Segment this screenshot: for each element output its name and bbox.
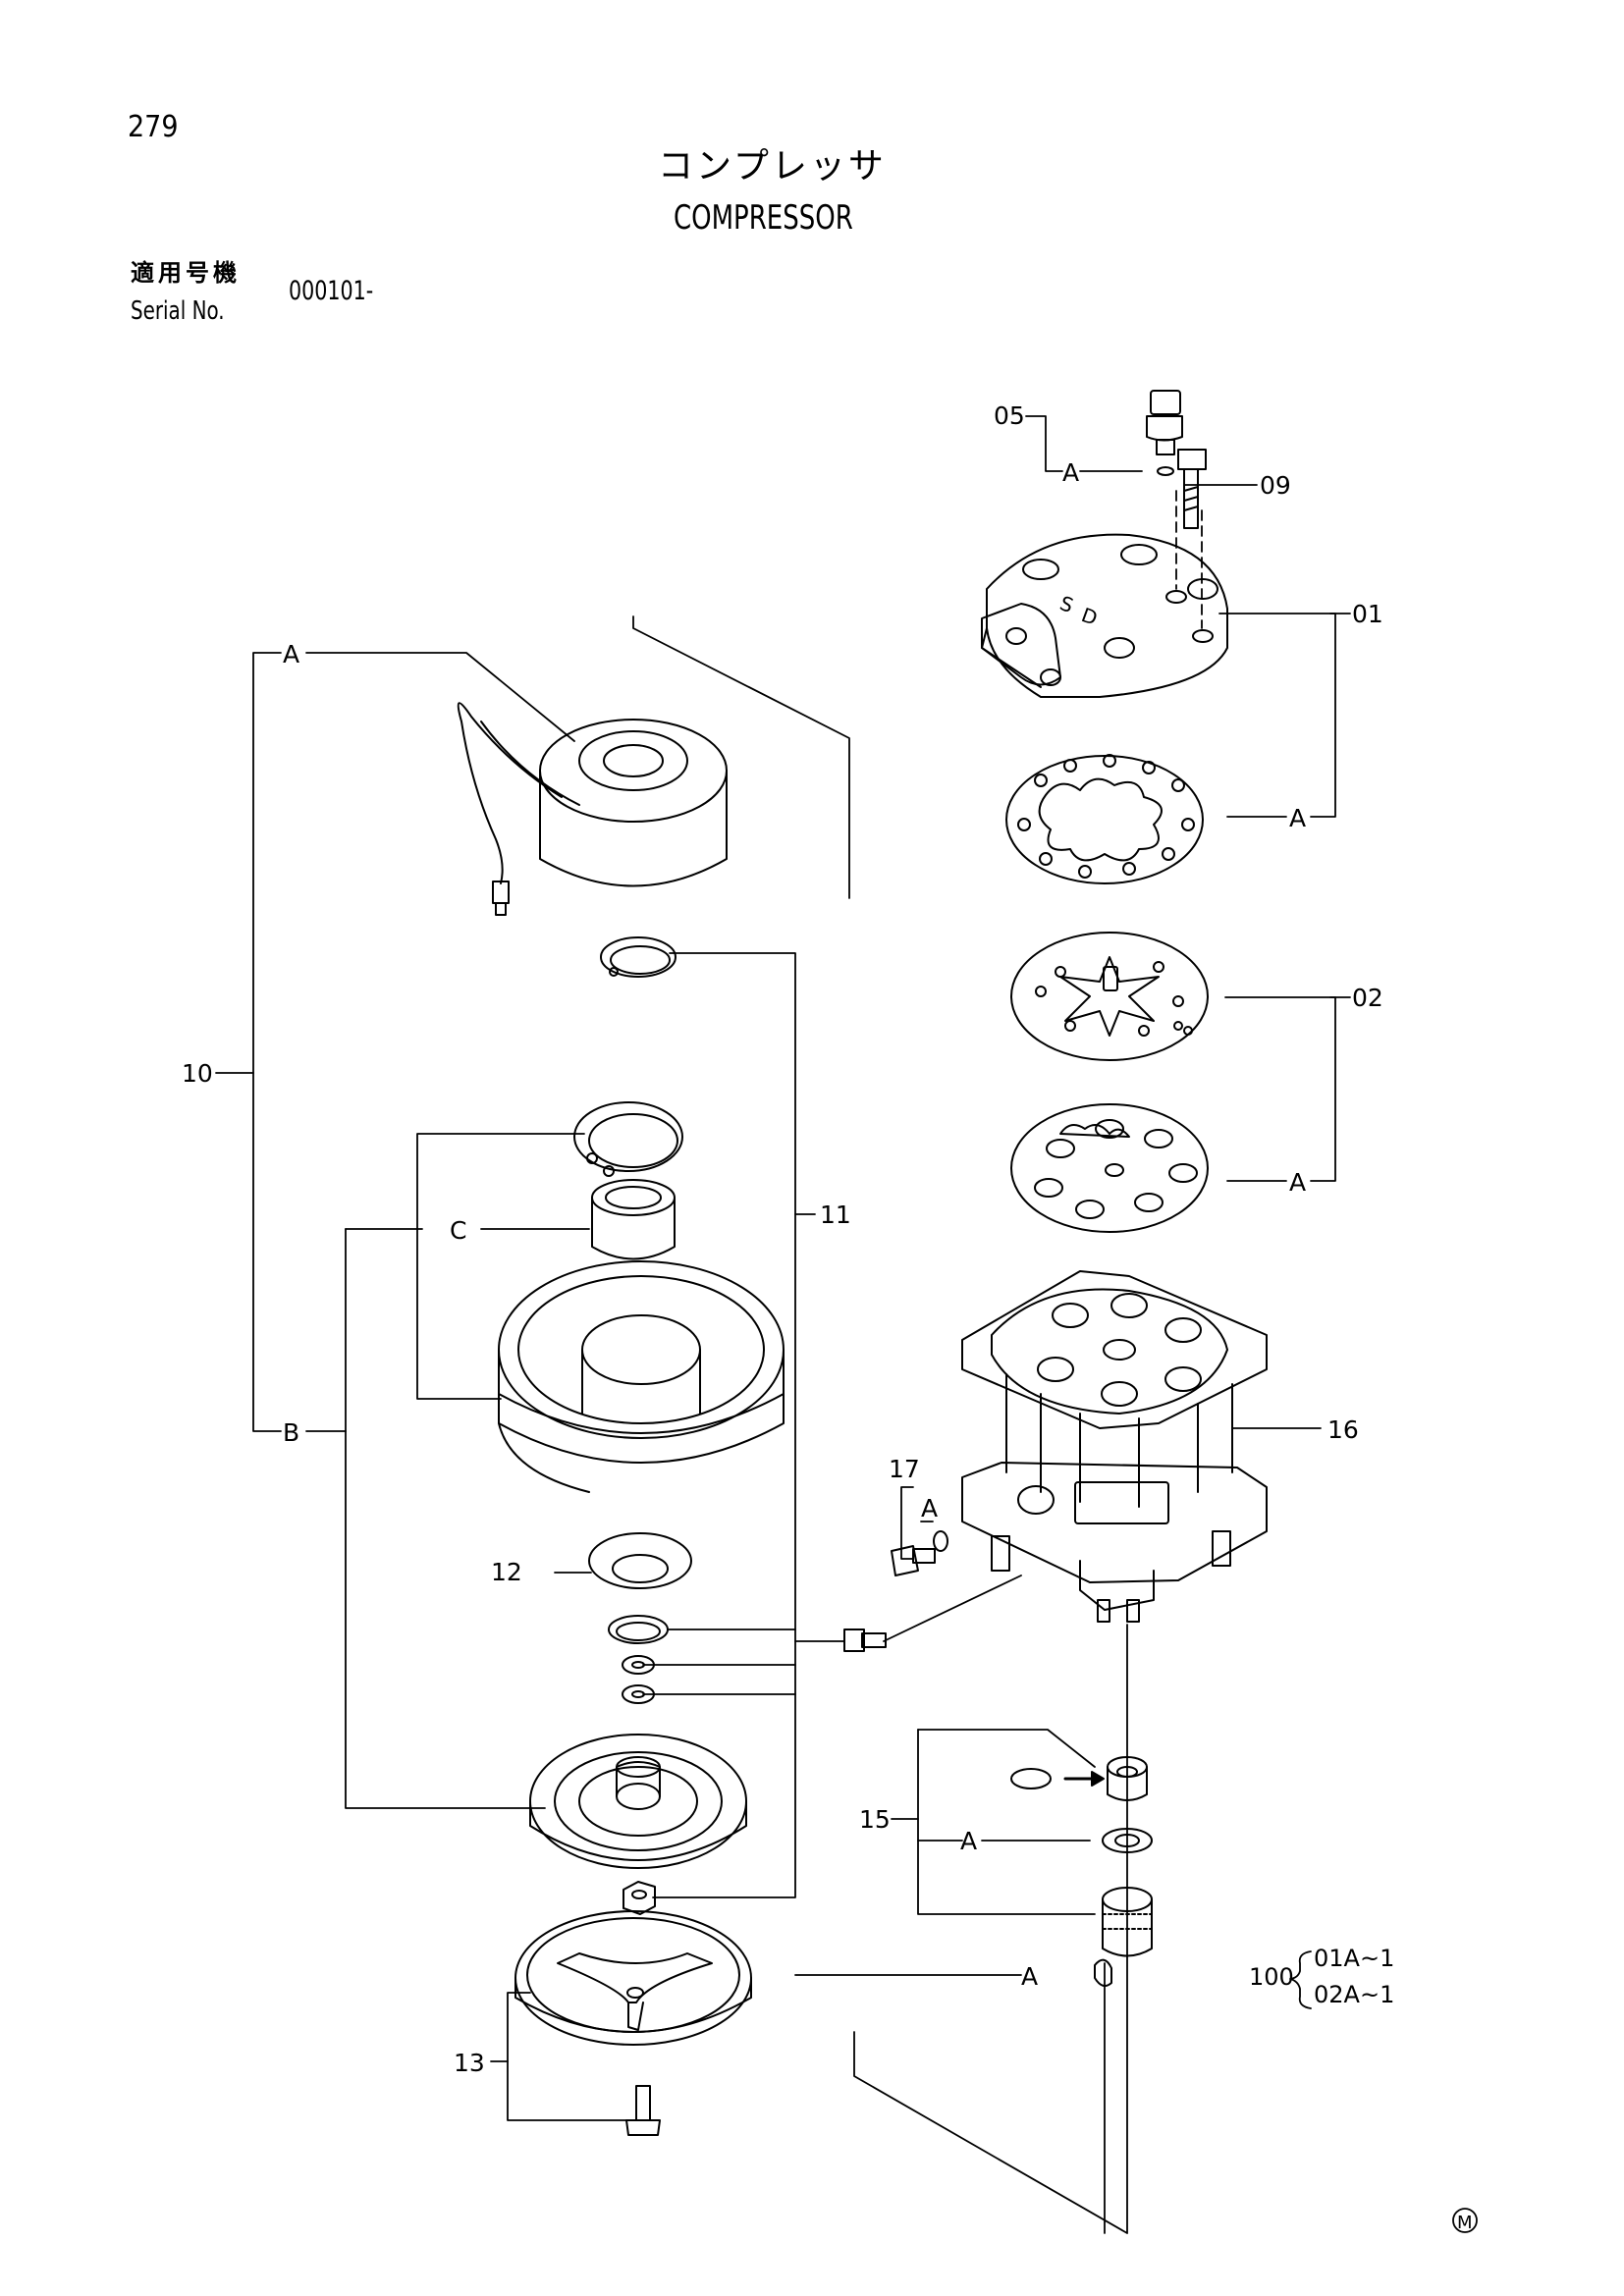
callout-labels: 05 A 09 01 A 02 A 16 17 A A 10 B C 11 12… — [182, 401, 1383, 2077]
part-bearing — [591, 1179, 676, 1260]
callout-a-coil: A — [283, 640, 299, 668]
part-05-valve — [1146, 390, 1183, 476]
part-snap-ring-2 — [573, 1101, 683, 1177]
part-16-compressor-body — [961, 1270, 1268, 1623]
svg-text:S: S — [1056, 591, 1076, 617]
part-key — [1094, 1958, 1112, 1988]
kit-brace — [1289, 1950, 1312, 2009]
part-gasket-2 — [1010, 1103, 1209, 1233]
title-english: COMPRESSOR — [674, 198, 853, 238]
callout-b: B — [283, 1418, 299, 1447]
part-13-bolt — [625, 2085, 661, 2136]
part-15-seal — [1107, 1756, 1148, 1801]
callout-12: 12 — [491, 1558, 522, 1586]
part-12-cover — [588, 1532, 692, 1589]
part-13-front-cover — [514, 1910, 752, 2046]
callout-02: 02 — [1352, 984, 1383, 1012]
callout-01: 01 — [1352, 600, 1383, 628]
serial-label-english: Serial No. — [131, 296, 225, 326]
callout-a-05: A — [1062, 458, 1079, 487]
callout-17: 17 — [889, 1455, 920, 1483]
callout-15: 15 — [859, 1805, 891, 1834]
title-japanese: コンプレッサ — [658, 146, 887, 187]
part-17-bolt — [891, 1530, 948, 1576]
part-15-filter — [1102, 1887, 1153, 1957]
callout-10: 10 — [182, 1059, 213, 1088]
page-number: 279 — [128, 110, 179, 144]
part-nut — [623, 1881, 656, 1915]
circled-m-mark: M — [1452, 2208, 1478, 2233]
callout-a-17: A — [921, 1494, 938, 1522]
callout-a-01: A — [1289, 804, 1306, 832]
part-15-oring — [1010, 1768, 1052, 1789]
svg-text:D: D — [1078, 603, 1101, 630]
callout-09: 09 — [1260, 471, 1291, 500]
callout-a-15: A — [960, 1827, 977, 1855]
callout-16: 16 — [1327, 1415, 1359, 1444]
part-clutch-coil — [457, 702, 728, 916]
callout-a-key: A — [1021, 1962, 1038, 1991]
callout-c: C — [450, 1216, 466, 1245]
part-09-bolt — [1177, 449, 1207, 529]
callout-13: 13 — [454, 2049, 485, 2077]
mark-letter: M — [1457, 2213, 1473, 2233]
kit-quantity: 100 — [1249, 1963, 1294, 1991]
part-small-rings — [608, 1615, 669, 1704]
kit-item-1: 01A~1 — [1314, 1945, 1394, 1972]
part-pulley — [498, 1260, 785, 1493]
part-15-washer — [1102, 1828, 1153, 1853]
part-connector — [843, 1629, 887, 1652]
serial-number-value: 000101- — [289, 276, 374, 306]
kit-item-2: 02A~1 — [1314, 1981, 1394, 2008]
callout-a-02: A — [1289, 1168, 1306, 1197]
part-01-cylinder-head: S D — [981, 533, 1228, 698]
part-02-valve-plate — [1010, 932, 1209, 1061]
leader-lines — [215, 415, 1351, 2234]
arrow-icon — [1063, 1771, 1105, 1787]
part-gasket — [1005, 754, 1204, 884]
part-armature-plate — [529, 1734, 747, 1869]
callout-05: 05 — [994, 401, 1025, 430]
kit-note: 100 01A~1 02A~1 — [1249, 1945, 1394, 2008]
callout-11: 11 — [820, 1201, 851, 1229]
part-snap-ring-top — [600, 936, 677, 978]
serial-label-japanese: 適用号機 — [131, 259, 241, 287]
